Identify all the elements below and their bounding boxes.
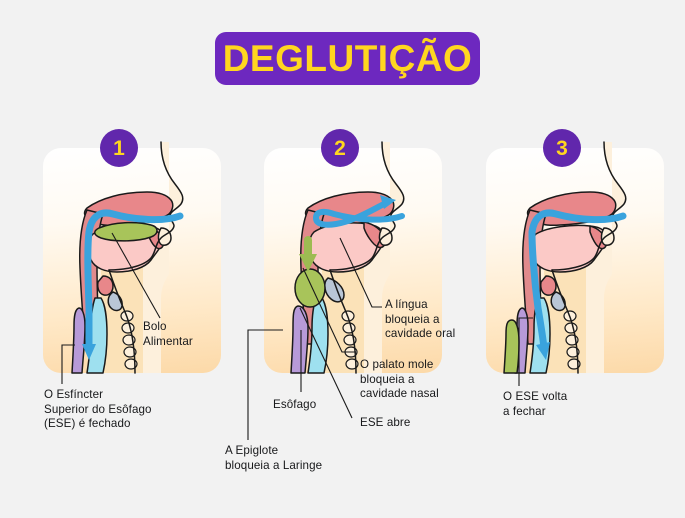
panel-step-2 bbox=[264, 141, 442, 374]
label-esofago: Esôfago bbox=[273, 398, 316, 413]
label-epiglote-line2: bloqueia a Laringe bbox=[225, 458, 323, 472]
label-ese-fechar-line2: a fechar bbox=[503, 404, 546, 418]
label-ese-fechado-line1: O Esfíncter bbox=[44, 388, 104, 401]
step-badge-2: 2 bbox=[321, 129, 359, 167]
label-ese-fechado: O Esfíncter Superior do Esôfago (ESE) é … bbox=[44, 388, 152, 432]
label-palato-line1: O palato mole bbox=[360, 358, 434, 371]
step-badge-3: 3 bbox=[543, 129, 581, 167]
label-esofago-text: Esôfago bbox=[273, 398, 317, 411]
anatomy-diagram-step-1 bbox=[71, 141, 184, 374]
step-badge-3-number: 3 bbox=[556, 136, 568, 160]
label-lingua-line2: bloqueia a bbox=[385, 312, 440, 326]
anatomy-diagram-step-2 bbox=[290, 141, 405, 374]
label-ese-fechar-line1: O ESE volta bbox=[503, 390, 568, 403]
step-badge-1-number: 1 bbox=[113, 136, 125, 160]
step-badge-1: 1 bbox=[100, 129, 138, 167]
panel-step-3 bbox=[486, 141, 664, 374]
label-lingua-line3: cavidade oral bbox=[385, 327, 456, 341]
label-palato-mole: O palato mole bloqueia a cavidade nasal bbox=[360, 358, 439, 402]
label-bolo-line2: Alimentar bbox=[143, 334, 193, 348]
anatomy-diagram-step-3 bbox=[503, 141, 627, 374]
step-badge-2-number: 2 bbox=[334, 136, 346, 160]
label-ese-fechado-line3: (ESE) é fechado bbox=[44, 417, 131, 431]
page-title-badge: DEGLUTIÇÃO bbox=[215, 32, 480, 85]
airflow-arrow-step-1 bbox=[84, 209, 184, 352]
label-bolo-alimentar: Bolo Alimentar bbox=[143, 320, 193, 349]
label-ese-volta-fechar: O ESE volta a fechar bbox=[503, 390, 567, 419]
label-ese-fechado-line2: Superior do Esôfago bbox=[44, 402, 152, 416]
label-ese-abre-text: ESE abre bbox=[360, 416, 411, 429]
label-ese-abre: ESE abre bbox=[360, 416, 410, 431]
panel-step-1 bbox=[43, 141, 221, 374]
label-epiglote-line1: A Epiglote bbox=[225, 444, 279, 457]
page-title: DEGLUTIÇÃO bbox=[222, 38, 473, 79]
label-lingua-bloqueia: A língua bloqueia a cavidade oral bbox=[385, 298, 455, 342]
airflow-blocked-arrow-step-2 bbox=[313, 201, 405, 228]
airflow-arrow-step-3 bbox=[528, 209, 627, 352]
label-bolo-line1: Bolo bbox=[143, 320, 167, 333]
label-palato-line3: cavidade nasal bbox=[360, 387, 439, 401]
label-palato-line2: bloqueia a bbox=[360, 372, 415, 386]
label-lingua-line1: A língua bbox=[385, 298, 428, 311]
label-epiglote: A Epiglote bloqueia a Laringe bbox=[225, 444, 322, 473]
